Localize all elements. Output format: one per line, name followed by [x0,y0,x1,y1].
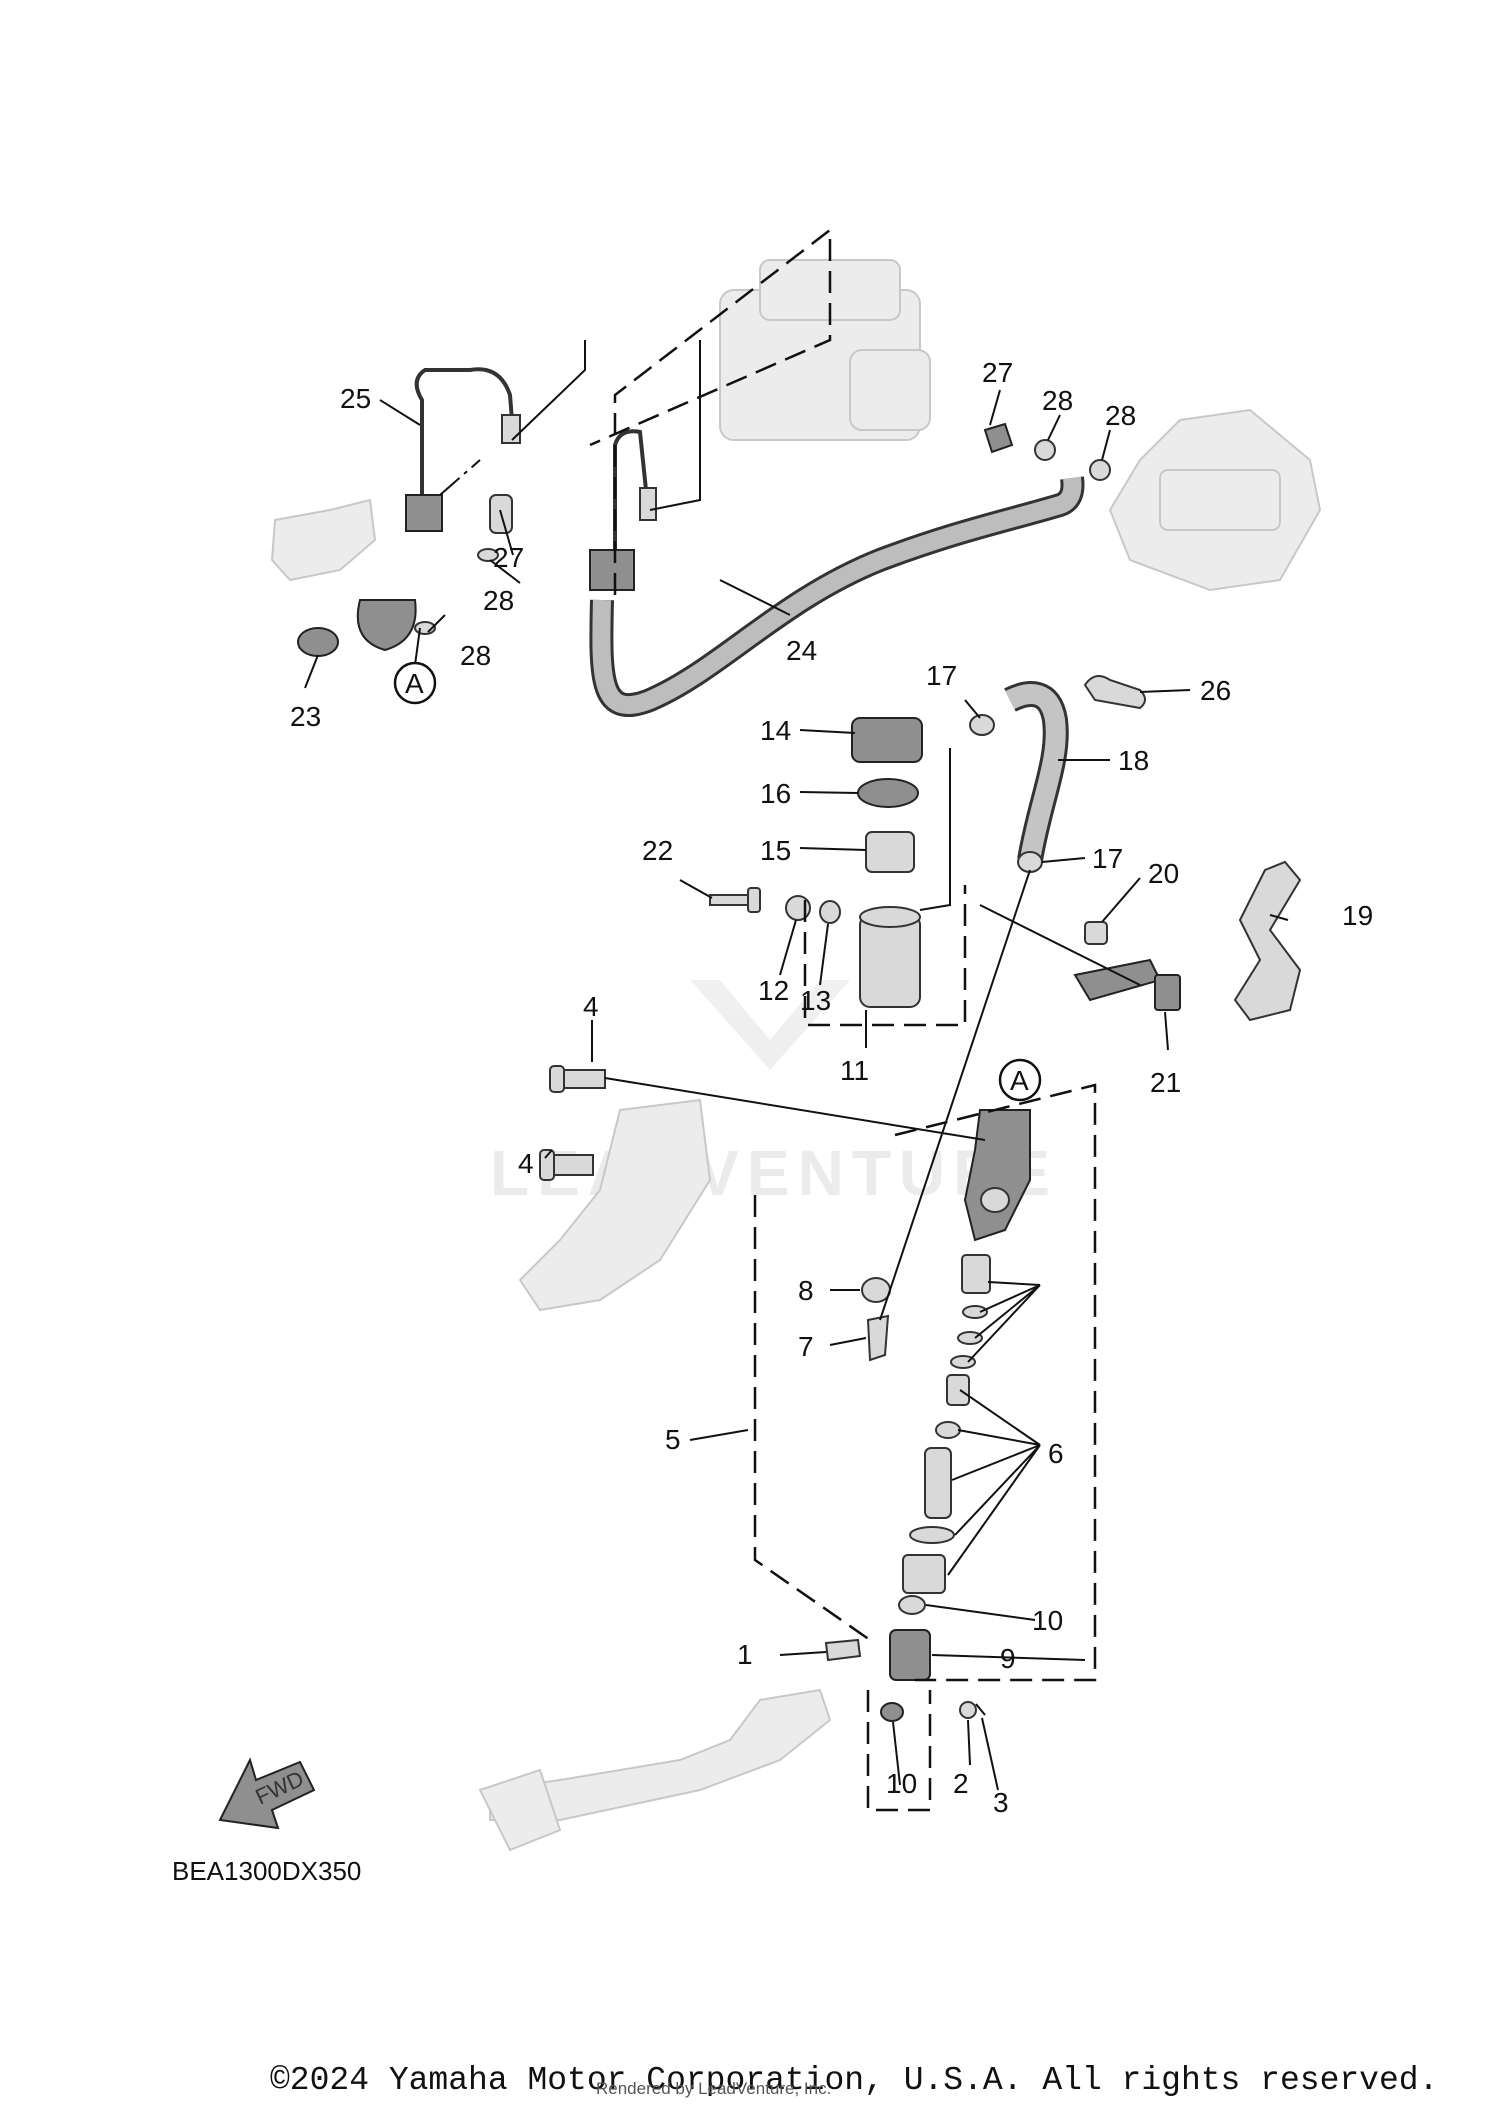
forward-direction-arrow: FWD [218,1757,316,1830]
brake-pipe-25 [414,367,514,495]
diaphragm-15 [865,831,915,873]
callout-22: 22 [642,835,673,866]
reservoir-cap-14 [851,717,923,763]
callout-11: 11 [840,1055,869,1086]
copyright-notice: ©2024 Yamaha Motor Corporation, U.S.A. A… [270,2062,1439,2099]
footrest-bracket-ghost [518,1098,712,1312]
callout-14: 14 [760,715,791,746]
hose-24-pipe [613,429,648,555]
callout-1: 1 [737,1639,753,1670]
callout-17-lower: 17 [1092,843,1123,874]
hose-grommet [356,599,417,652]
damper-13 [819,900,841,924]
pin-1 [824,1638,862,1662]
union-bolt-27-right [983,422,1014,454]
box-11 [803,885,967,1027]
callout-18: 18 [1118,745,1149,776]
svg-text:A: A [1010,1065,1029,1096]
washer-28-c [1034,439,1056,461]
callout-4-lower: 4 [518,1148,534,1179]
washer-2 [959,1701,977,1719]
collar-12 [785,895,811,921]
reservoir-tank-11 [859,914,921,1008]
callout-10-lower: 10 [886,1768,917,1799]
bolt-4-upper [559,1069,606,1089]
frame-bracket-ghost [270,498,377,582]
hose-joint-7 [866,1314,890,1362]
callout-10-upper: 10 [1032,1605,1063,1636]
callout-13: 13 [800,985,831,1016]
rear-caliper-ghost [1108,408,1322,592]
ref-line [919,748,1016,1101]
callout-7: 7 [798,1331,814,1362]
callout-5: 5 [665,1424,681,1455]
box-10 [866,1690,932,1812]
box-5-left [753,1195,871,1642]
callout-2: 2 [953,1768,969,1799]
washer-28-a [477,548,499,562]
diaphragm-plate-16 [857,778,919,808]
callout-3: 3 [993,1787,1009,1818]
box-5 [894,1083,1097,1682]
nut-10-lower [880,1702,904,1722]
leader-lines [304,389,1289,1791]
clip-26 [1083,675,1146,710]
ref-line [604,869,1141,1321]
callout-12: 12 [758,975,789,1006]
ref-line [589,227,832,595]
callout-20: 20 [1148,858,1179,889]
ref-marker-a-upper: A [393,661,437,705]
callout-21: 21 [1150,1067,1181,1098]
ref-line [511,340,701,511]
hose-clip-17-lower [1017,851,1043,873]
callout-24: 24 [786,635,817,666]
callout-17-upper: 17 [926,660,957,691]
callout-19: 19 [1342,900,1373,931]
nut-10-upper [898,1595,926,1615]
ref-line [439,459,481,496]
callout-28-c: 28 [1042,385,1073,416]
ref-marker-a-lower: A [998,1058,1042,1102]
bolt-4-lower [549,1154,594,1176]
hose-24-fitting [639,487,657,521]
callout-23: 23 [290,701,321,732]
callout-6: 6 [1048,1438,1064,1469]
callout-26: 26 [1200,675,1231,706]
callout-4-upper: 4 [583,991,599,1022]
grommet-8 [861,1277,891,1303]
callout-27-right: 27 [982,357,1013,388]
callout-28-b: 28 [460,640,491,671]
callout-9: 9 [1000,1643,1016,1674]
master-cylinder-5 [963,1109,1031,1242]
rendered-by-notice: Rendered by LeadVenture, Inc. [596,2079,832,2098]
bolt-21 [1154,974,1181,1011]
abs-unit-ghost [719,259,931,441]
master-cylinder-kit-6 [902,1254,991,1594]
brake-pedal-ghost [478,1688,832,1852]
diagram-code: BEA1300DX350 [172,1856,361,1886]
hose-clip-17-upper [969,714,995,736]
bolt-22 [709,894,751,906]
clamp-23 [297,627,339,657]
callout-8: 8 [798,1275,814,1306]
callout-25: 25 [340,383,371,414]
bolt-20 [1084,921,1108,945]
cotter-pin-3 [975,1703,986,1716]
svg-text:A: A [405,668,424,699]
callout-28-d: 28 [1105,400,1136,431]
callout-16: 16 [760,778,791,809]
callout-27-left: 27 [493,542,524,573]
reservoir-bracket [1073,958,1162,1002]
washer-28-d [1089,459,1111,481]
union-block-24 [589,549,635,591]
pipe-25-fitting [501,414,521,444]
callout-28-a: 28 [483,585,514,616]
callout-15: 15 [760,835,791,866]
bracket-19 [1233,860,1302,1022]
brake-rod-9 [889,1629,931,1681]
union-block-25 [405,494,443,532]
